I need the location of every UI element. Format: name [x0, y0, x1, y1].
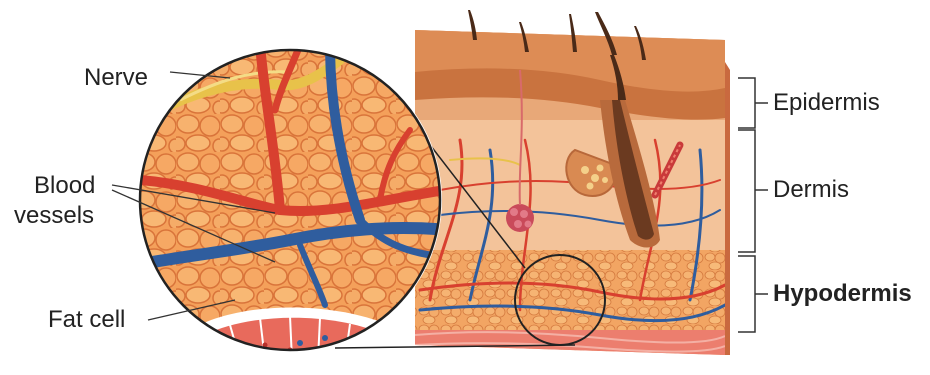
label-blood-vessels-line1: Blood [34, 174, 95, 198]
label-nerve: Nerve [84, 66, 148, 90]
label-epidermis: Epidermis [773, 91, 880, 115]
label-hypodermis: Hypodermis [773, 282, 912, 306]
skin-block [415, 10, 730, 355]
magnified-view [130, 40, 450, 360]
label-dermis: Dermis [773, 178, 849, 202]
skin-side-face [725, 62, 730, 355]
label-fat-cell: Fat cell [48, 308, 125, 332]
label-blood-vessels-line2: vessels [14, 204, 94, 228]
layer-brackets [738, 78, 768, 332]
